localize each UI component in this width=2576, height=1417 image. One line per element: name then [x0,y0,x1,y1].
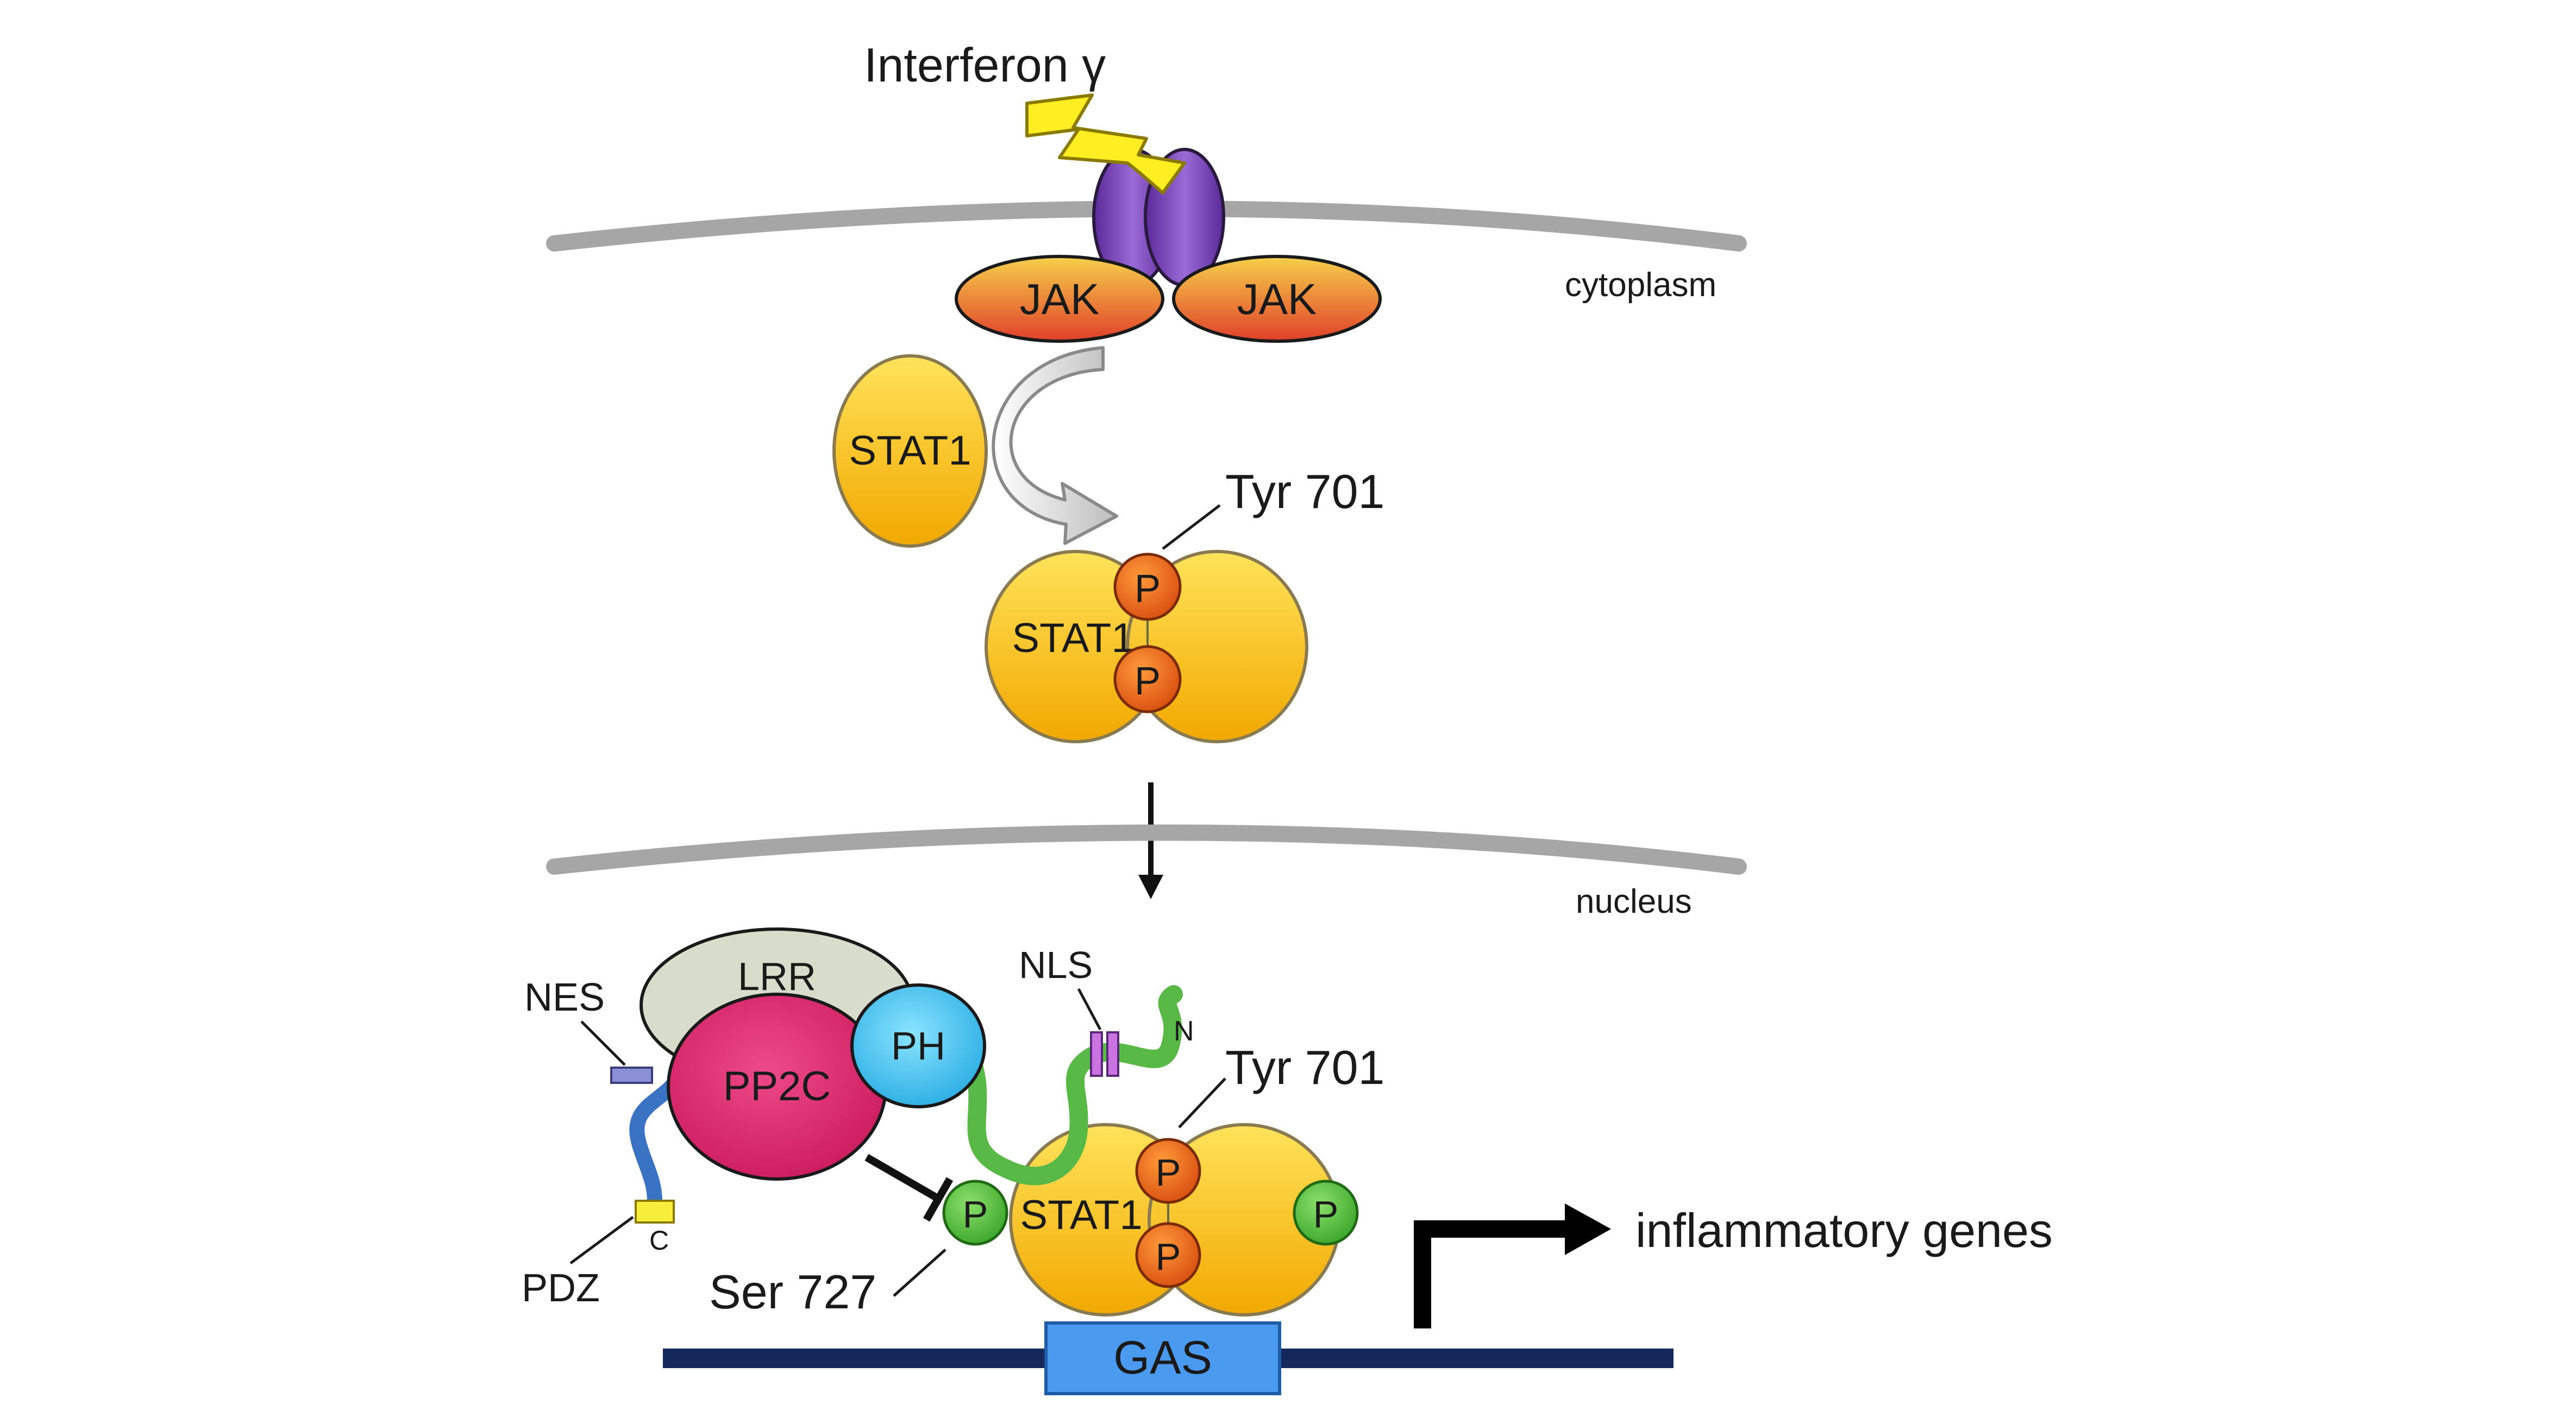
jak-right: JAK [1172,255,1382,343]
jak-left: JAK [955,255,1164,343]
tyr701-nuclear-leader [1178,1077,1226,1128]
nuclear-membrane [546,824,1747,875]
stat1-dimer-label: STAT1 [1012,615,1134,661]
jak-right-label: JAK [1237,275,1317,323]
nes-motif [610,1067,653,1084]
lrr-label: LRR [738,955,816,999]
svg-text:P: P [1135,660,1161,703]
pdz-leader [569,1215,634,1265]
phospho-tyr701-nuclear-top: P [1135,1138,1201,1204]
phospho-tyr701-bottom: P [1113,645,1182,713]
nucleus-label: nucleus [1576,883,1692,920]
jak-left-label: JAK [1020,275,1100,323]
blue-linker [629,1076,681,1208]
tyr701-top-label: Tyr 701 [1225,465,1384,518]
svg-text:P: P [1135,567,1161,611]
pp2c-domain: PP2C [667,993,887,1181]
svg-text:P: P [1313,1193,1339,1236]
stat1-dimer-cytoplasm: STAT1 P P [985,550,1308,743]
n-terminus-label: N [1174,1015,1194,1047]
svg-text:P: P [963,1193,988,1236]
nes-leader [580,1020,626,1066]
pdz-label: PDZ [522,1266,600,1310]
ph-label: PH [891,1025,945,1068]
tyr701-bottom-label: Tyr 701 [1225,1040,1384,1094]
inflammatory-genes-label: inflammatory genes [1635,1203,2053,1257]
cytoplasm-label: cytoplasm [1565,266,1716,304]
phospho-tyr701-top: P [1113,553,1182,621]
nls-motif [1090,1031,1119,1077]
interferon-gamma-label: Interferon γ [864,38,1106,92]
ser727-leader [893,1249,947,1297]
nes-label: NES [524,976,605,1019]
pp2c-label: PP2C [723,1063,831,1109]
nls-label: NLS [1019,944,1093,986]
svg-text:P: P [1156,1236,1181,1278]
pdz-domain [635,1200,675,1224]
stat1-nuclear-label: STAT1 [1020,1192,1142,1238]
gas-label: GAS [1113,1332,1212,1384]
transcription-arrow [1414,1203,1611,1328]
stat1-monomer-label: STAT1 [849,428,971,474]
phospho-ser727-left: P [942,1180,1008,1246]
nls-leader [1077,988,1102,1031]
stat1-monomer: STAT1 [832,354,988,548]
curved-arrow-icon [992,346,1118,545]
ph-domain: PH [850,983,986,1108]
tyr701-top-leader [1162,504,1221,550]
gas-element: GAS [1044,1321,1281,1395]
phospho-tyr701-nuclear-bottom: P [1135,1222,1201,1288]
ser727-label: Ser 727 [709,1265,876,1319]
lightning-bolt-icon [1025,93,1186,195]
green-linker [963,985,1183,1186]
phospho-ser727-right: P [1293,1180,1359,1246]
stat1-dimer-nuclear: STAT1 P P P P [942,1123,1359,1316]
c-terminus-label: C [649,1225,669,1256]
svg-text:P: P [1156,1151,1181,1194]
inhibition-arrow [864,1153,954,1222]
